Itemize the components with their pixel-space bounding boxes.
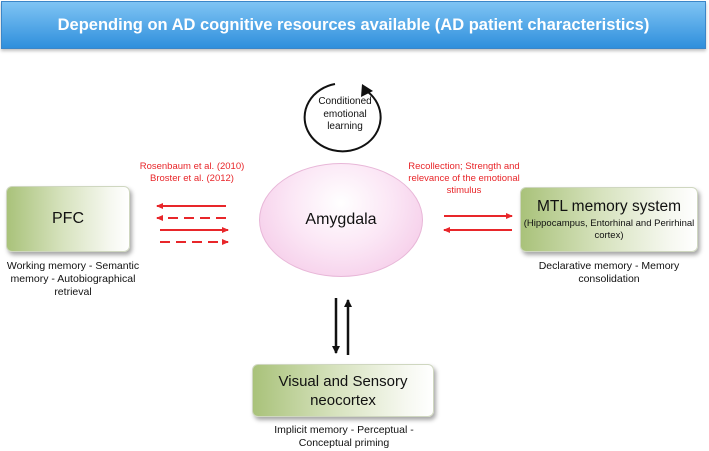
pfc-caption: Working memory - Semantic memory - Autob…	[6, 260, 140, 298]
mtl-title: MTL memory system	[536, 197, 682, 215]
visual-sensory-node: Visual and Sensory neocortex	[252, 364, 434, 417]
loop-arrow	[303, 83, 382, 153]
pfc-node: PFC	[6, 186, 130, 252]
visual-sensory-caption: Implicit memory - Perceptual - Conceptua…	[274, 424, 414, 449]
mtl-node: MTL memory system (Hippocampus, Entorhin…	[520, 187, 698, 252]
left-citations: Rosenbaum et al. (2010) Broster et al. (…	[132, 161, 252, 185]
citation-broster: Broster et al. (2012)	[150, 173, 234, 184]
right-annotation: Recollection; Strength and relevance of …	[408, 161, 520, 196]
mtl-subtitle: (Hippocampus, Entorhinal and Perirhinal …	[523, 217, 695, 241]
header-banner: Depending on AD cognitive resources avai…	[1, 1, 706, 49]
visual-sensory-label: Visual and Sensory neocortex	[278, 372, 408, 409]
mtl-caption: Declarative memory - Memory consolidatio…	[538, 260, 680, 285]
loop-arrowhead	[361, 84, 373, 97]
citation-rosenbaum: Rosenbaum et al. (2010)	[139, 161, 245, 172]
pfc-label: PFC	[52, 210, 84, 227]
header-title: Depending on AD cognitive resources avai…	[57, 15, 650, 34]
amygdala-node: Amygdala	[259, 163, 423, 277]
amygdala-label: Amygdala	[305, 211, 377, 228]
loop-label: Conditioned emotional learning	[318, 96, 372, 132]
